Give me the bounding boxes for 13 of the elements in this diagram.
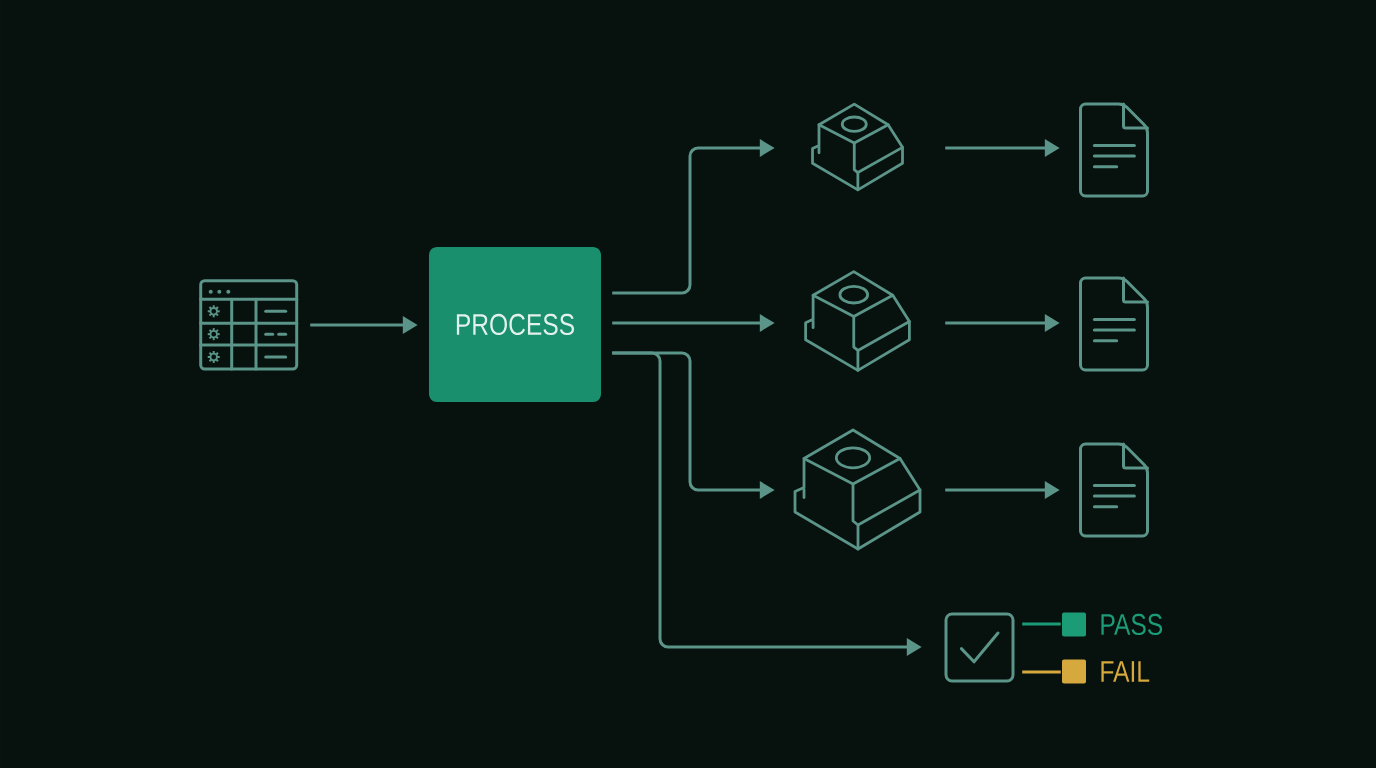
table-icon [199, 279, 299, 371]
status-label: FAIL [1101, 661, 1150, 682]
document-icon [1079, 442, 1149, 538]
part-drawing [793, 428, 922, 551]
document-icon [1079, 276, 1149, 372]
status-label: PASS [1101, 613, 1163, 636]
document-icon [1079, 102, 1149, 198]
connector-line [1022, 670, 1061, 674]
checkbox-icon [944, 612, 1015, 683]
part-drawing [804, 270, 911, 372]
part-drawing [811, 102, 904, 192]
process-box: PROCESS [429, 247, 601, 402]
connector-line [1022, 622, 1061, 626]
